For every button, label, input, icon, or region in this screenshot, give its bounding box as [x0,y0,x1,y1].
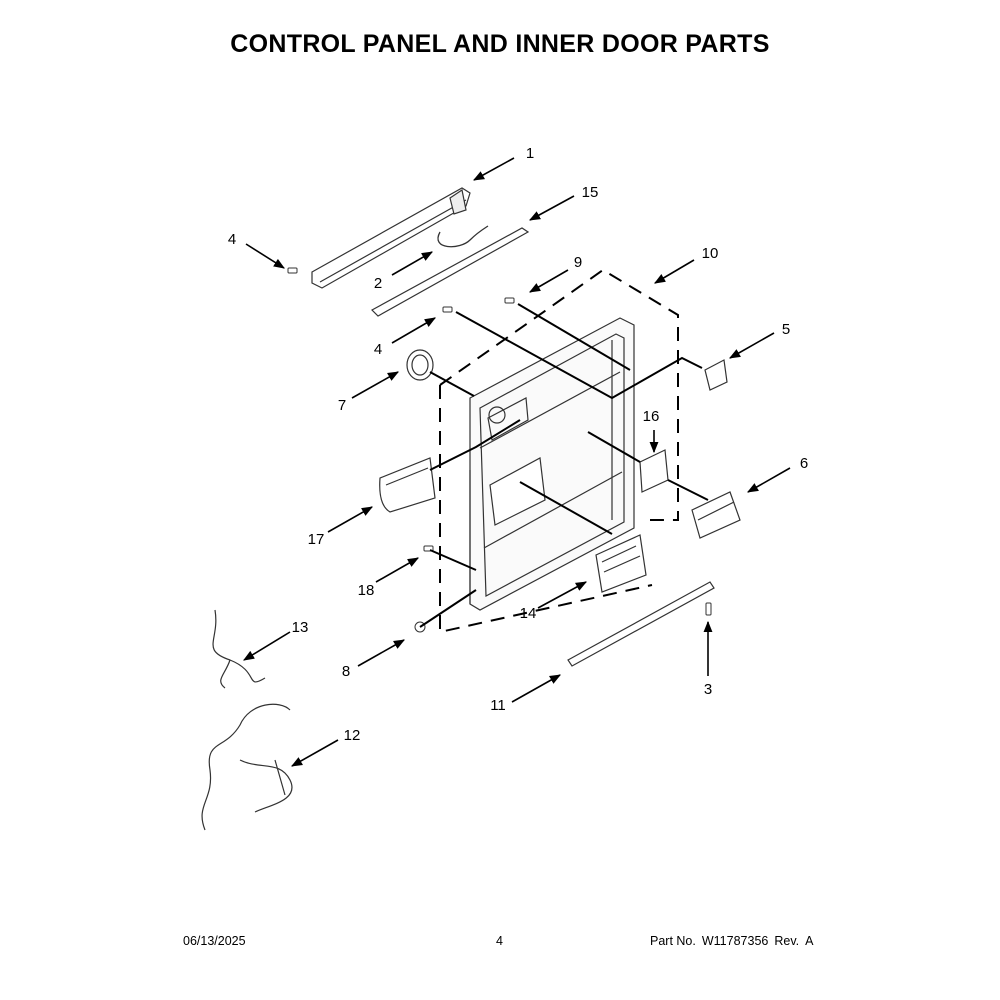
rev-value: A [805,934,814,948]
callout-10: 10 [702,245,719,262]
callout-8: 8 [342,663,350,680]
dispenser [379,457,436,513]
switch-module [691,491,741,539]
callout-2: 2 [374,275,382,292]
footer-date: 06/13/2025 [183,934,246,948]
callout-12: 12 [344,727,361,744]
callout-6: 6 [800,455,808,472]
callout-9: 9 [574,254,582,271]
leader-lines [243,157,791,767]
callout-14: 14 [520,605,537,622]
callout-18: 18 [358,582,375,599]
callout-13: 13 [292,619,309,636]
wire-harness-main [201,703,293,831]
callout-16: 16 [643,408,660,425]
callout-17: 17 [308,531,325,548]
inner-door-panel [469,317,635,611]
footer-page-number: 4 [496,934,503,948]
callout-5: 5 [782,321,790,338]
callout-15: 15 [582,184,599,201]
callout-1: 1 [526,145,534,162]
wire-harness-small [212,609,266,689]
door-rail [567,581,715,667]
callout-7: 7 [338,397,346,414]
bracket [639,449,669,493]
part-label: Part No. [650,934,696,948]
control-panel-top [311,187,471,289]
user-interface-module [595,534,647,593]
callout-labels: 1 2 3 4 4 5 6 7 8 9 10 11 12 13 14 15 16… [228,145,808,744]
callout-4b: 4 [374,341,382,358]
small-wire [437,225,489,248]
part-number: W11787356 [701,934,769,948]
connector-lines [419,303,709,628]
callout-3: 3 [704,681,712,698]
page-title: CONTROL PANEL AND INNER DOOR PARTS [230,30,770,58]
console-strip [371,227,530,317]
callout-11: 11 [490,697,506,714]
door-latch [704,359,728,391]
vent [406,349,434,381]
callout-4a: 4 [228,231,236,248]
rev-label: Rev. [774,934,800,948]
footer-part-info: Part No. W11787356 Rev. A [650,934,819,948]
door-outline [439,268,679,634]
